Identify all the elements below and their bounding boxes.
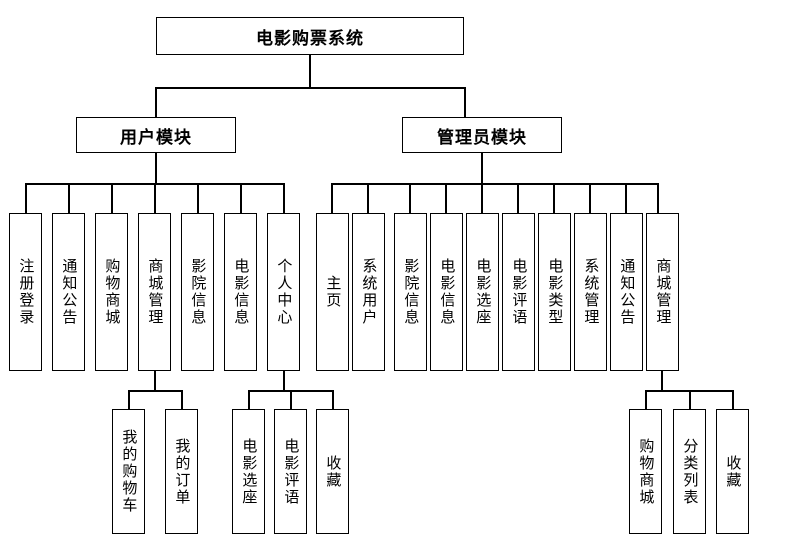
node-admin-movie-info: 电影信息 [430, 213, 463, 371]
connector-user-drop-2 [111, 183, 113, 213]
node-admin-system-user: 系统用户 [352, 213, 385, 371]
node-admin-favorites-label: 收藏 [724, 454, 743, 489]
node-admin-movie-info-label: 电影信息 [438, 258, 457, 326]
connector-admin-drop-7 [589, 183, 591, 213]
connector-admin-stem [481, 153, 483, 183]
node-user-cinema-info: 影院信息 [181, 213, 214, 371]
connector-personal-drop-2 [332, 390, 334, 409]
node-admin-movie-seat: 电影选座 [466, 213, 499, 371]
node-personal-movie-comment: 电影评语 [274, 409, 307, 534]
node-user-personal-center-label: 个人中心 [275, 258, 294, 326]
node-user-cinema-info-label: 影院信息 [189, 258, 208, 326]
node-personal-favorites: 收藏 [316, 409, 349, 534]
node-user-shop-mall: 购物商城 [95, 213, 128, 371]
connector-adminshop-drop-2 [732, 390, 734, 409]
node-user-notice: 通知公告 [52, 213, 85, 371]
node-root: 电影购票系统 [156, 17, 464, 55]
connector-admin-bus [331, 183, 658, 185]
node-my-cart-label: 我的购物车 [120, 429, 139, 514]
node-admin-home-label: 主页 [324, 275, 343, 309]
node-user-personal-center: 个人中心 [267, 213, 300, 371]
node-admin-favorites: 收藏 [716, 409, 749, 534]
node-my-orders-label: 我的订单 [173, 437, 192, 506]
connector-admin-drop-1 [367, 183, 369, 213]
node-admin-shop-management: 商城管理 [646, 213, 679, 371]
connector-user-drop-3 [154, 183, 156, 213]
node-personal-movie-seat-label: 电影选座 [240, 437, 259, 506]
node-my-cart: 我的购物车 [112, 409, 145, 534]
connector-shopmgmt-drop-1 [181, 390, 183, 409]
connector-admin-drop-0 [331, 183, 333, 213]
connector-shopmgmt-bus [128, 390, 182, 392]
node-user-shop-mall-label: 购物商城 [103, 258, 122, 326]
node-user-shop-management: 商城管理 [138, 213, 171, 371]
node-user-notice-label: 通知公告 [60, 258, 79, 326]
connector-user-drop-5 [240, 183, 242, 213]
connector-user-stem [155, 153, 157, 183]
connector-root-to-admin [464, 87, 466, 117]
node-admin-cinema-info-label: 影院信息 [402, 258, 421, 326]
node-personal-favorites-label: 收藏 [324, 454, 343, 489]
connector-user-drop-1 [68, 183, 70, 213]
connector-user-drop-6 [283, 183, 285, 213]
node-user-movie-info: 电影信息 [224, 213, 257, 371]
node-personal-movie-seat: 电影选座 [232, 409, 265, 534]
connector-root-to-user [155, 87, 157, 117]
node-admin-notice-label: 通知公告 [618, 258, 637, 326]
connector-adminshop-drop-0 [645, 390, 647, 409]
node-user-module-label: 用户模块 [120, 127, 192, 148]
node-admin-module-label: 管理员模块 [437, 127, 527, 148]
node-user-module: 用户模块 [76, 117, 236, 153]
connector-personal-drop-0 [248, 390, 250, 409]
node-user-register-login: 注册登录 [9, 213, 42, 371]
node-my-orders: 我的订单 [165, 409, 198, 534]
node-admin-movie-type-label: 电影类型 [546, 258, 565, 326]
node-admin-system-management: 系统管理 [574, 213, 607, 371]
node-admin-shop-management-label: 商城管理 [654, 258, 673, 326]
node-admin-system-user-label: 系统用户 [360, 258, 379, 326]
node-personal-movie-comment-label: 电影评语 [282, 437, 301, 506]
node-admin-shop-mall-label: 购物商城 [637, 437, 656, 506]
node-admin-movie-comment-label: 电影评语 [510, 258, 529, 326]
connector-admin-drop-8 [625, 183, 627, 213]
node-admin-movie-type: 电影类型 [538, 213, 571, 371]
connector-personal-drop-1 [290, 390, 292, 409]
node-admin-cinema-info: 影院信息 [394, 213, 427, 371]
node-admin-movie-seat-label: 电影选座 [474, 258, 493, 326]
connector-admin-drop-3 [445, 183, 447, 213]
connector-admin-drop-2 [409, 183, 411, 213]
node-admin-system-management-label: 系统管理 [582, 258, 601, 326]
node-admin-category-list-label: 分类列表 [681, 437, 700, 506]
connector-personal-stem [283, 371, 285, 390]
node-admin-shop-mall: 购物商城 [629, 409, 662, 534]
node-user-register-login-label: 注册登录 [17, 258, 36, 326]
connector-adminshop-drop-1 [689, 390, 691, 409]
node-admin-home: 主页 [316, 213, 349, 371]
connector-shopmgmt-stem [154, 371, 156, 390]
node-root-label: 电影购票系统 [256, 28, 364, 49]
connector-user-drop-4 [197, 183, 199, 213]
connector-admin-drop-5 [517, 183, 519, 213]
node-admin-module: 管理员模块 [402, 117, 562, 153]
node-admin-category-list: 分类列表 [673, 409, 706, 534]
connector-admin-drop-6 [553, 183, 555, 213]
connector-root-bus [155, 87, 465, 89]
connector-user-drop-0 [25, 183, 27, 213]
node-user-shop-management-label: 商城管理 [146, 258, 165, 326]
connector-admin-drop-4 [481, 183, 483, 213]
node-user-movie-info-label: 电影信息 [232, 258, 251, 326]
node-admin-movie-comment: 电影评语 [502, 213, 535, 371]
connector-admin-drop-9 [657, 183, 659, 213]
connector-root-stem [309, 55, 311, 87]
node-admin-notice: 通知公告 [610, 213, 643, 371]
connector-adminshop-stem [661, 371, 663, 390]
connector-shopmgmt-drop-0 [128, 390, 130, 409]
